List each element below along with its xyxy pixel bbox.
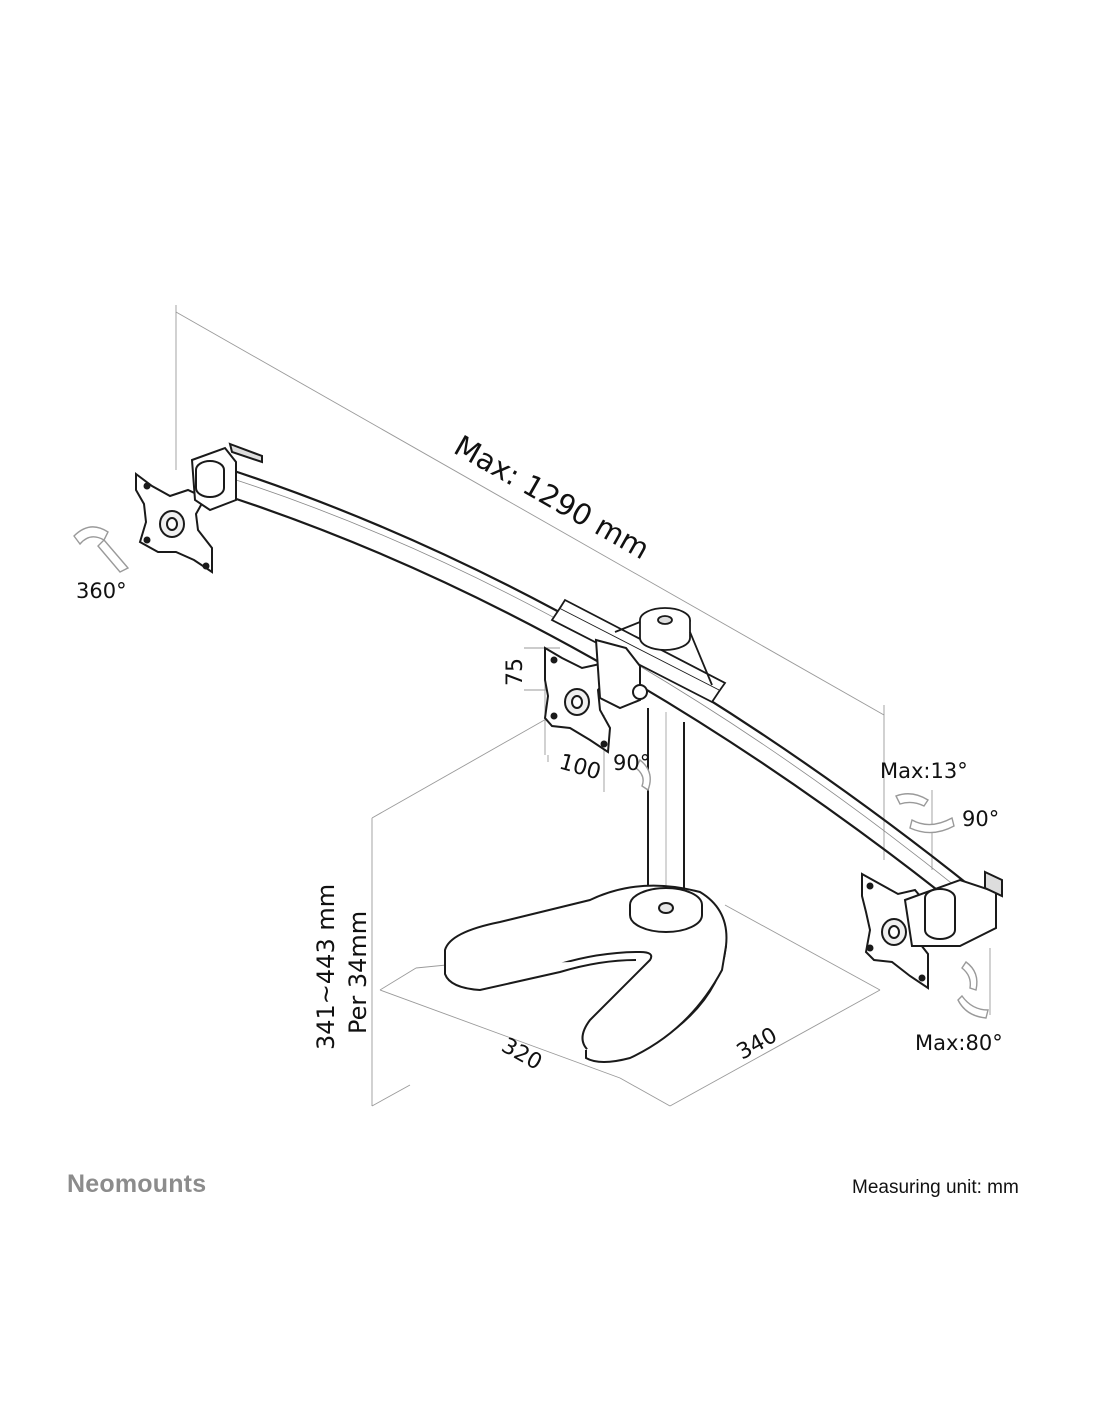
right-swivel-arrow-icon: [909, 816, 955, 834]
right-swivel-label: 90°: [962, 807, 999, 831]
support-pole: [647, 708, 685, 891]
height-range-label: 341~443 mm: [312, 884, 340, 1050]
right-max-swivel-label: Max:80°: [915, 1031, 1003, 1055]
measuring-unit-note: Measuring unit: mm: [852, 1177, 1019, 1198]
center-swivel-arrow-icon: [635, 758, 651, 792]
base-width-label: 340: [733, 1023, 782, 1065]
left-vesa-plate: [135, 442, 263, 574]
left-rotation-label: 360°: [76, 579, 127, 603]
right-vesa-plate: [861, 870, 1003, 990]
u-shaped-base: [444, 884, 728, 1063]
center-vesa-plate: [543, 638, 648, 754]
base-depth-label: 320: [497, 1033, 546, 1075]
height-step-label: Per 34mm: [344, 911, 372, 1034]
total-width-label: Max: 1290 mm: [449, 429, 656, 566]
vesa-width-label: 100: [556, 750, 603, 786]
dimension-labels: Max: 1290 mm 360° 75 100 90° Max:13° 90°…: [76, 429, 1003, 1076]
right-tilt-label: Max:13°: [880, 759, 968, 783]
vesa-height-label: 75: [503, 658, 528, 686]
rotation-arrows: [73, 526, 989, 1019]
right-tilt-arrow-icon: [895, 793, 929, 807]
center-hub: [550, 598, 727, 704]
brand-logo: Neomounts: [67, 1170, 207, 1198]
center-swivel-label: 90°: [613, 751, 650, 775]
right-max-swivel-arrow-icon: [961, 961, 978, 991]
